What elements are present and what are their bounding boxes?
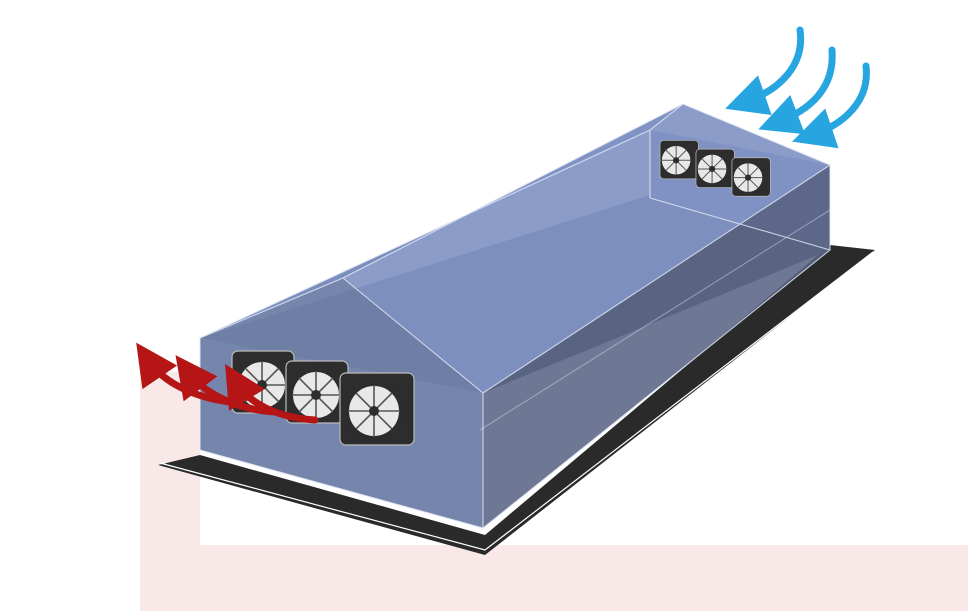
intake-airflow-arrows [745, 30, 866, 135]
intake-fan-1 [660, 140, 698, 178]
intake-arrow-3 [812, 66, 866, 135]
exhaust-fan-3 [340, 373, 414, 445]
intake-fan-3 [732, 158, 770, 196]
intake-arrow-2 [778, 50, 832, 122]
intake-fan-2 [696, 149, 734, 187]
exhaust-fan-2 [286, 361, 348, 423]
intake-arrow-1 [745, 30, 801, 102]
